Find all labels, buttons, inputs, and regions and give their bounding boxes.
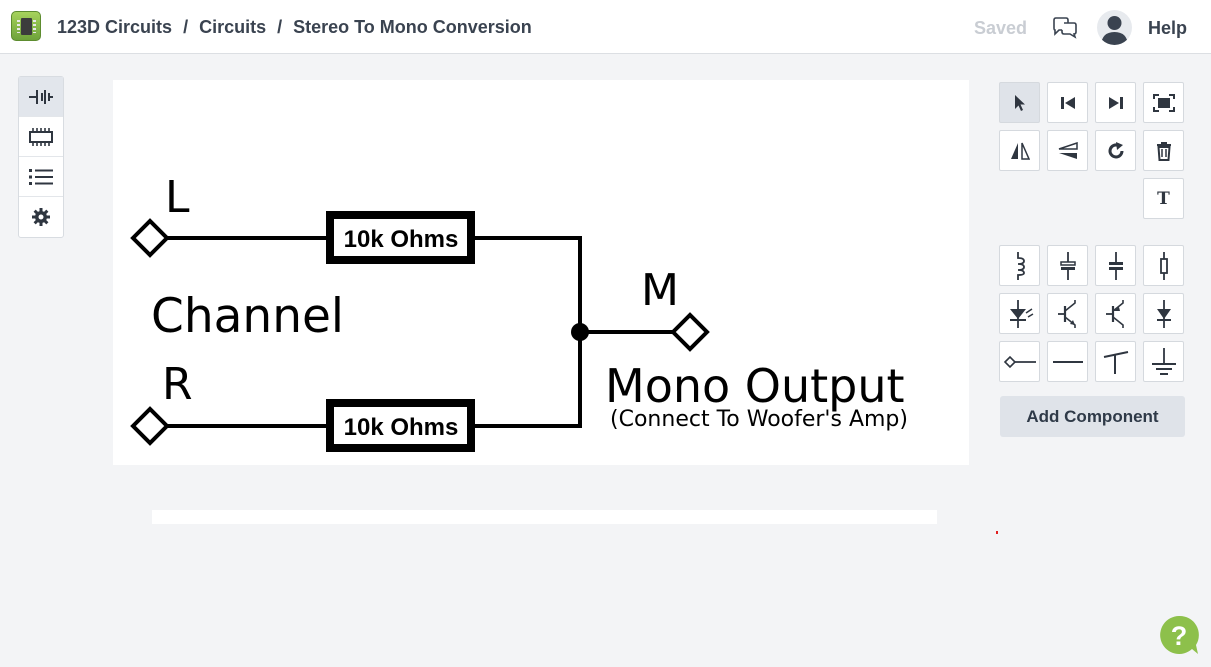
switch-icon xyxy=(1103,350,1128,374)
top-bar: 123D Circuits / Circuits / Stereo To Mon… xyxy=(0,0,1211,54)
add-component-button[interactable]: Add Component xyxy=(1000,396,1185,437)
rotate-button[interactable] xyxy=(1095,130,1136,171)
resistor-top-label: 10k Ohms xyxy=(344,226,459,253)
schematic-canvas[interactable]: L R Channel 10k Ohms 10k Ohms M Mono Out… xyxy=(113,80,969,465)
list-tool[interactable] xyxy=(19,157,63,197)
chip-icon xyxy=(29,127,53,146)
step-forward-icon xyxy=(1108,96,1123,109)
capacitor-button[interactable] xyxy=(1095,245,1136,286)
wire-icon xyxy=(1052,360,1083,363)
help-link[interactable]: Help xyxy=(1148,18,1188,38)
led-button[interactable] xyxy=(999,293,1040,334)
edit-tools: T xyxy=(999,82,1185,219)
inductor-icon xyxy=(1016,251,1025,280)
comments-icon[interactable] xyxy=(1050,16,1080,40)
led-icon xyxy=(1009,299,1033,328)
diode-button[interactable] xyxy=(1143,293,1184,334)
svg-text:?: ? xyxy=(1171,621,1188,651)
select-pointer-icon xyxy=(1014,94,1025,111)
npn-transistor-icon xyxy=(1057,299,1076,328)
breadcrumb-separator: / xyxy=(277,17,283,37)
resistor-bottom-label: 10k Ohms xyxy=(344,414,459,441)
fit-screen-button[interactable] xyxy=(1143,82,1184,123)
breadcrumb: 123D Circuits / Circuits / Stereo To Mon… xyxy=(57,17,532,38)
capacitor-polarized-icon xyxy=(1059,251,1076,280)
node-label-r: R xyxy=(162,359,193,410)
breadcrumb-circuits[interactable]: Circuits xyxy=(199,17,267,37)
list-icon xyxy=(29,168,53,185)
mirror-icon xyxy=(1058,141,1078,159)
capacitor-polarized-button[interactable] xyxy=(1047,245,1088,286)
help-chat-icon[interactable]: ? xyxy=(1159,615,1199,655)
breadcrumb-current[interactable]: Stereo To Mono Conversion xyxy=(293,17,532,37)
terminal-l-icon xyxy=(130,218,170,258)
rotate-icon xyxy=(1108,141,1123,158)
text-tool-button[interactable]: T xyxy=(1143,178,1184,219)
resistor-button[interactable] xyxy=(1143,245,1184,286)
left-toolbar xyxy=(18,76,64,238)
terminal-r-icon xyxy=(130,406,170,446)
diode-icon xyxy=(1156,299,1171,328)
gear-icon xyxy=(32,208,50,226)
channel-label: Channel xyxy=(151,289,344,344)
save-status: Saved xyxy=(974,18,1028,38)
app-logo-icon[interactable] xyxy=(11,11,41,41)
canvas-bottom-strip xyxy=(152,510,937,524)
mirror-button[interactable] xyxy=(1047,130,1088,171)
wire-button[interactable] xyxy=(1047,341,1088,382)
inductor-button[interactable] xyxy=(999,245,1040,286)
output-title: Mono Output xyxy=(605,359,905,413)
pnp-transistor-icon xyxy=(1105,299,1124,328)
flip-button[interactable] xyxy=(999,130,1040,171)
ground-button[interactable] xyxy=(1143,341,1184,382)
step-forward-button[interactable] xyxy=(1095,82,1136,123)
user-avatar[interactable] xyxy=(1097,10,1132,45)
component-palette xyxy=(999,245,1185,382)
breadcrumb-separator: / xyxy=(183,17,189,37)
cursor-marker xyxy=(996,531,998,534)
switch-button[interactable] xyxy=(1095,341,1136,382)
schematic-drawing: L R Channel 10k Ohms 10k Ohms M Mono Out… xyxy=(113,80,969,465)
junction-node xyxy=(571,323,589,341)
npn-transistor-button[interactable] xyxy=(1047,293,1088,334)
resistor-icon xyxy=(1159,251,1168,280)
fit-screen-icon xyxy=(1152,93,1175,112)
terminal-button[interactable] xyxy=(999,341,1040,382)
trash-icon xyxy=(1156,141,1171,161)
delete-button[interactable] xyxy=(1143,130,1184,171)
step-back-icon xyxy=(1060,96,1075,109)
step-back-button[interactable] xyxy=(1047,82,1088,123)
battery-symbol-icon xyxy=(29,89,53,104)
terminal-icon xyxy=(1003,355,1036,368)
flip-icon xyxy=(1010,142,1030,160)
ground-icon xyxy=(1151,347,1176,375)
breadcrumb-home[interactable]: 123D Circuits xyxy=(57,17,173,37)
settings-tool[interactable] xyxy=(19,197,63,237)
terminal-m-icon xyxy=(670,312,710,352)
pnp-transistor-button[interactable] xyxy=(1095,293,1136,334)
output-subtitle: (Connect To Woofer's Amp) xyxy=(610,407,908,432)
chip-tool[interactable] xyxy=(19,117,63,157)
node-label-l: L xyxy=(165,172,190,223)
text-tool-icon: T xyxy=(1157,188,1170,209)
select-tool-button[interactable] xyxy=(999,82,1040,123)
components-tool[interactable] xyxy=(19,77,63,117)
node-label-m: M xyxy=(641,265,679,316)
capacitor-icon xyxy=(1108,251,1123,280)
